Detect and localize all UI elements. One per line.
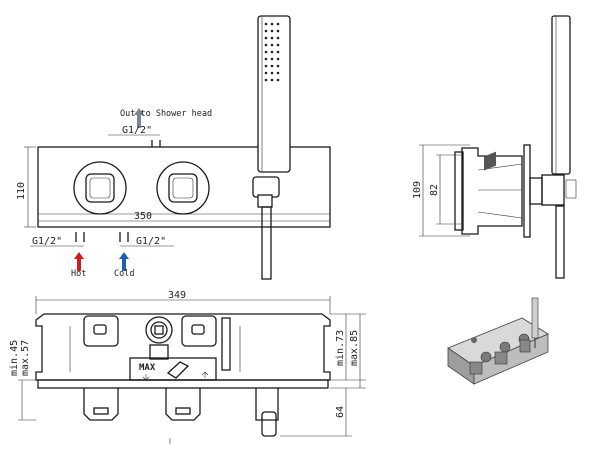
cold-arrow: [119, 252, 129, 271]
hot-knob-front: [73, 161, 127, 215]
shower-nozzle-grid: [264, 22, 280, 82]
side-height-inner-dim: 82: [429, 184, 440, 196]
plan-min-depth: min.45: [9, 340, 20, 376]
front-view: Out to Shower head G1/2" 350 110 G1/2" G…: [16, 15, 331, 280]
hot-arrow: [74, 252, 84, 271]
cold-label: Cold: [114, 269, 134, 279]
outlet-thread: G1/2": [122, 125, 152, 136]
hot-thread: G1/2": [32, 236, 62, 247]
side-view: 109 82: [412, 15, 577, 279]
front-height-dim: 110: [16, 182, 27, 200]
isometric-view: [447, 151, 549, 385]
outlet-label: Out to Shower head: [120, 109, 212, 119]
plan-max-depth-right: max.85: [349, 330, 360, 366]
plan-width-dim: 349: [168, 290, 186, 301]
plan-max-depth: max.57: [20, 340, 31, 376]
out-arrow: [134, 108, 144, 128]
hand-shower-front: [257, 15, 291, 280]
plan-projection-dim: 64: [335, 406, 346, 418]
max-marker: MAX: [139, 363, 156, 373]
hot-label: Hot: [71, 269, 86, 279]
front-plate: [37, 146, 331, 228]
plan-view: 349 MAX min.45: [9, 290, 366, 444]
front-width-dim: 350: [134, 211, 152, 222]
plan-min-depth-right: min.73: [335, 330, 346, 366]
cold-thread: G1/2": [136, 236, 166, 247]
side-height-outer-dim: 109: [412, 181, 423, 199]
cold-knob-front: [156, 161, 210, 215]
